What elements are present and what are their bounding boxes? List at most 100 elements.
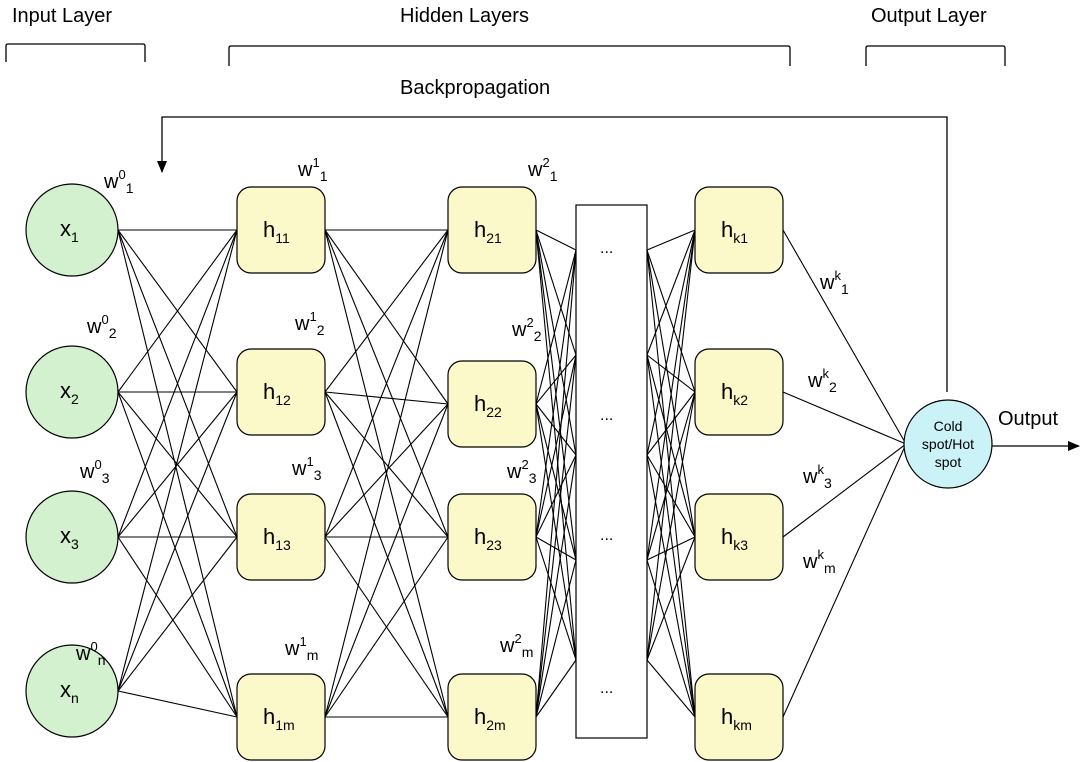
edge-middle-4-to-hk-1 [646, 229, 696, 561]
edge-h1-4-to-h2-2 [324, 403, 449, 718]
edge-middle-1-to-hk-4 [646, 249, 696, 718]
weights-1-label-4: w1m [284, 634, 318, 663]
edge-h1-2-to-h2-4 [324, 391, 449, 718]
edge-h1-4-to-h2-1 [324, 229, 449, 718]
ellipsis-1: ... [600, 240, 613, 257]
weight-labels: w01 w02 w03 w0n w11 w12 w13 w1m w21 w22 w23 w2m wk1 w… [75, 155, 849, 668]
output-node [903, 399, 993, 489]
edge-input-3-to-h1-2 [117, 391, 238, 538]
weights-0-label-4: w0n [75, 639, 105, 668]
edge-middle-4-to-hk-3 [646, 536, 696, 561]
edge-middle-2-to-hk-1 [646, 229, 696, 356]
weights-k-label-3: wk3 [802, 462, 832, 491]
output-layer-bracket [865, 45, 1006, 66]
hidden-2-node-2 [447, 360, 537, 448]
edge-middle-3-to-hk-2 [646, 391, 696, 456]
hidden-layers-label: Hidden Layers [400, 5, 529, 27]
hidden-1-node-4 [236, 673, 326, 761]
weights-2-label-2: w22 [511, 315, 542, 344]
edge-input-3-to-h1-4 [117, 536, 238, 718]
hidden-1-node-1 [236, 186, 326, 274]
edge-middle-3-to-hk-1 [646, 229, 696, 456]
weights-k-label-1: wk1 [819, 268, 849, 297]
edge-h2-3-to-middle-2 [535, 354, 577, 538]
edge-h2-3-to-middle-3 [535, 454, 577, 538]
connection-lines [117, 229, 907, 718]
hidden-k-node-3 [694, 493, 784, 581]
edge-middle-5-to-hk-1 [646, 229, 696, 661]
output-label: Output [998, 408, 1058, 430]
input-layer-bracket [5, 43, 146, 62]
edge-h2-4-to-middle-4 [535, 559, 577, 718]
edge-h2-1-to-middle-3 [535, 229, 577, 456]
edge-h1-3-to-h2-2 [324, 403, 449, 538]
weights-1-label-1: w11 [297, 155, 328, 184]
input-node-4 [25, 644, 119, 738]
edge-h1-2-to-h2-3 [324, 391, 449, 538]
output-node-text-2: spot/Hot [922, 436, 974, 452]
input-node-1 [25, 183, 119, 277]
edge-h1-2-to-h2-1 [324, 229, 449, 393]
edge-middle-3-to-hk-3 [646, 454, 696, 538]
hidden-1-node-3 [236, 493, 326, 581]
edge-middle-3-to-hk-4 [646, 454, 696, 718]
output-layer-label: Output Layer [871, 5, 987, 27]
hidden-k-node-1 [694, 186, 784, 274]
edge-hk-3-to-output [782, 443, 907, 538]
edge-middle-1-to-hk-2 [646, 249, 696, 393]
edge-hk-2-to-output [782, 391, 907, 445]
edge-middle-2-to-hk-2 [646, 354, 696, 393]
input-layer-label: Input Layer [12, 5, 112, 27]
weights-0-label-2: w02 [86, 312, 117, 341]
hidden-1-node-2 [236, 348, 326, 436]
hidden-k-node-2 [694, 348, 784, 436]
ellipsis-4: ... [600, 680, 613, 697]
edge-h1-3-to-h2-1 [324, 229, 449, 538]
weights-1-label-3: w13 [291, 454, 322, 483]
weights-2-label-1: w21 [527, 155, 558, 184]
input-node-2 [25, 345, 119, 439]
edge-h2-4-to-middle-2 [535, 354, 577, 718]
weights-0-label-1: w01 [103, 167, 134, 196]
edge-h1-1-to-h2-2 [324, 229, 449, 405]
edge-h2-2-to-middle-1 [535, 249, 577, 405]
hidden-layers-bracket [228, 45, 791, 66]
edge-h2-3-to-middle-4 [535, 536, 577, 561]
input-node-3 [25, 490, 119, 584]
weights-k-label-4: wkm [802, 547, 836, 576]
weights-2-label-3: w23 [506, 457, 537, 486]
edge-h2-2-to-middle-2 [535, 354, 577, 405]
edge-middle-5-to-hk-3 [646, 536, 696, 661]
edge-hk-1-to-output [782, 229, 907, 445]
edge-middle-1-to-hk-1 [646, 229, 696, 251]
output-node-text-1: Cold [934, 418, 963, 434]
backpropagation-label: Backpropagation [400, 77, 550, 99]
weights-0-label-3: w03 [79, 457, 110, 486]
edge-input-4-to-h1-2 [117, 391, 238, 692]
edge-middle-5-to-hk-4 [646, 659, 696, 718]
ellipsis-2: ... [600, 407, 613, 424]
edge-input-1-to-h1-4 [117, 229, 238, 718]
ellipsis-3: ... [600, 527, 613, 544]
edge-input-4-to-h1-1 [117, 229, 238, 692]
weights-1-label-2: w12 [294, 309, 325, 338]
edge-input-4-to-h1-3 [117, 536, 238, 692]
edge-h1-4-to-h2-3 [324, 536, 449, 718]
edge-middle-4-to-hk-2 [646, 391, 696, 561]
edge-h1-2-to-h2-2 [324, 391, 449, 405]
hidden-2-node-4 [447, 673, 537, 761]
weights-2-label-4: w2m [499, 631, 533, 660]
edge-input-2-to-h1-1 [117, 229, 238, 393]
edge-hk-4-to-output [782, 443, 907, 718]
edge-h2-4-to-middle-3 [535, 454, 577, 718]
edge-h2-2-to-middle-3 [535, 403, 577, 456]
hidden-k-node-4 [694, 673, 784, 761]
edge-input-3-to-h1-1 [117, 229, 238, 538]
weights-k-label-2: wk2 [807, 366, 837, 395]
output-node-text-3: spot [935, 454, 962, 470]
edge-input-4-to-h1-4 [117, 690, 238, 718]
edge-h2-4-to-middle-5 [535, 659, 577, 718]
edge-input-2-to-h1-4 [117, 391, 238, 718]
network-nodes: x1x2x3xnh11h12h13h1mh21h22h23h2mhk1hk2hk… [25, 183, 993, 761]
